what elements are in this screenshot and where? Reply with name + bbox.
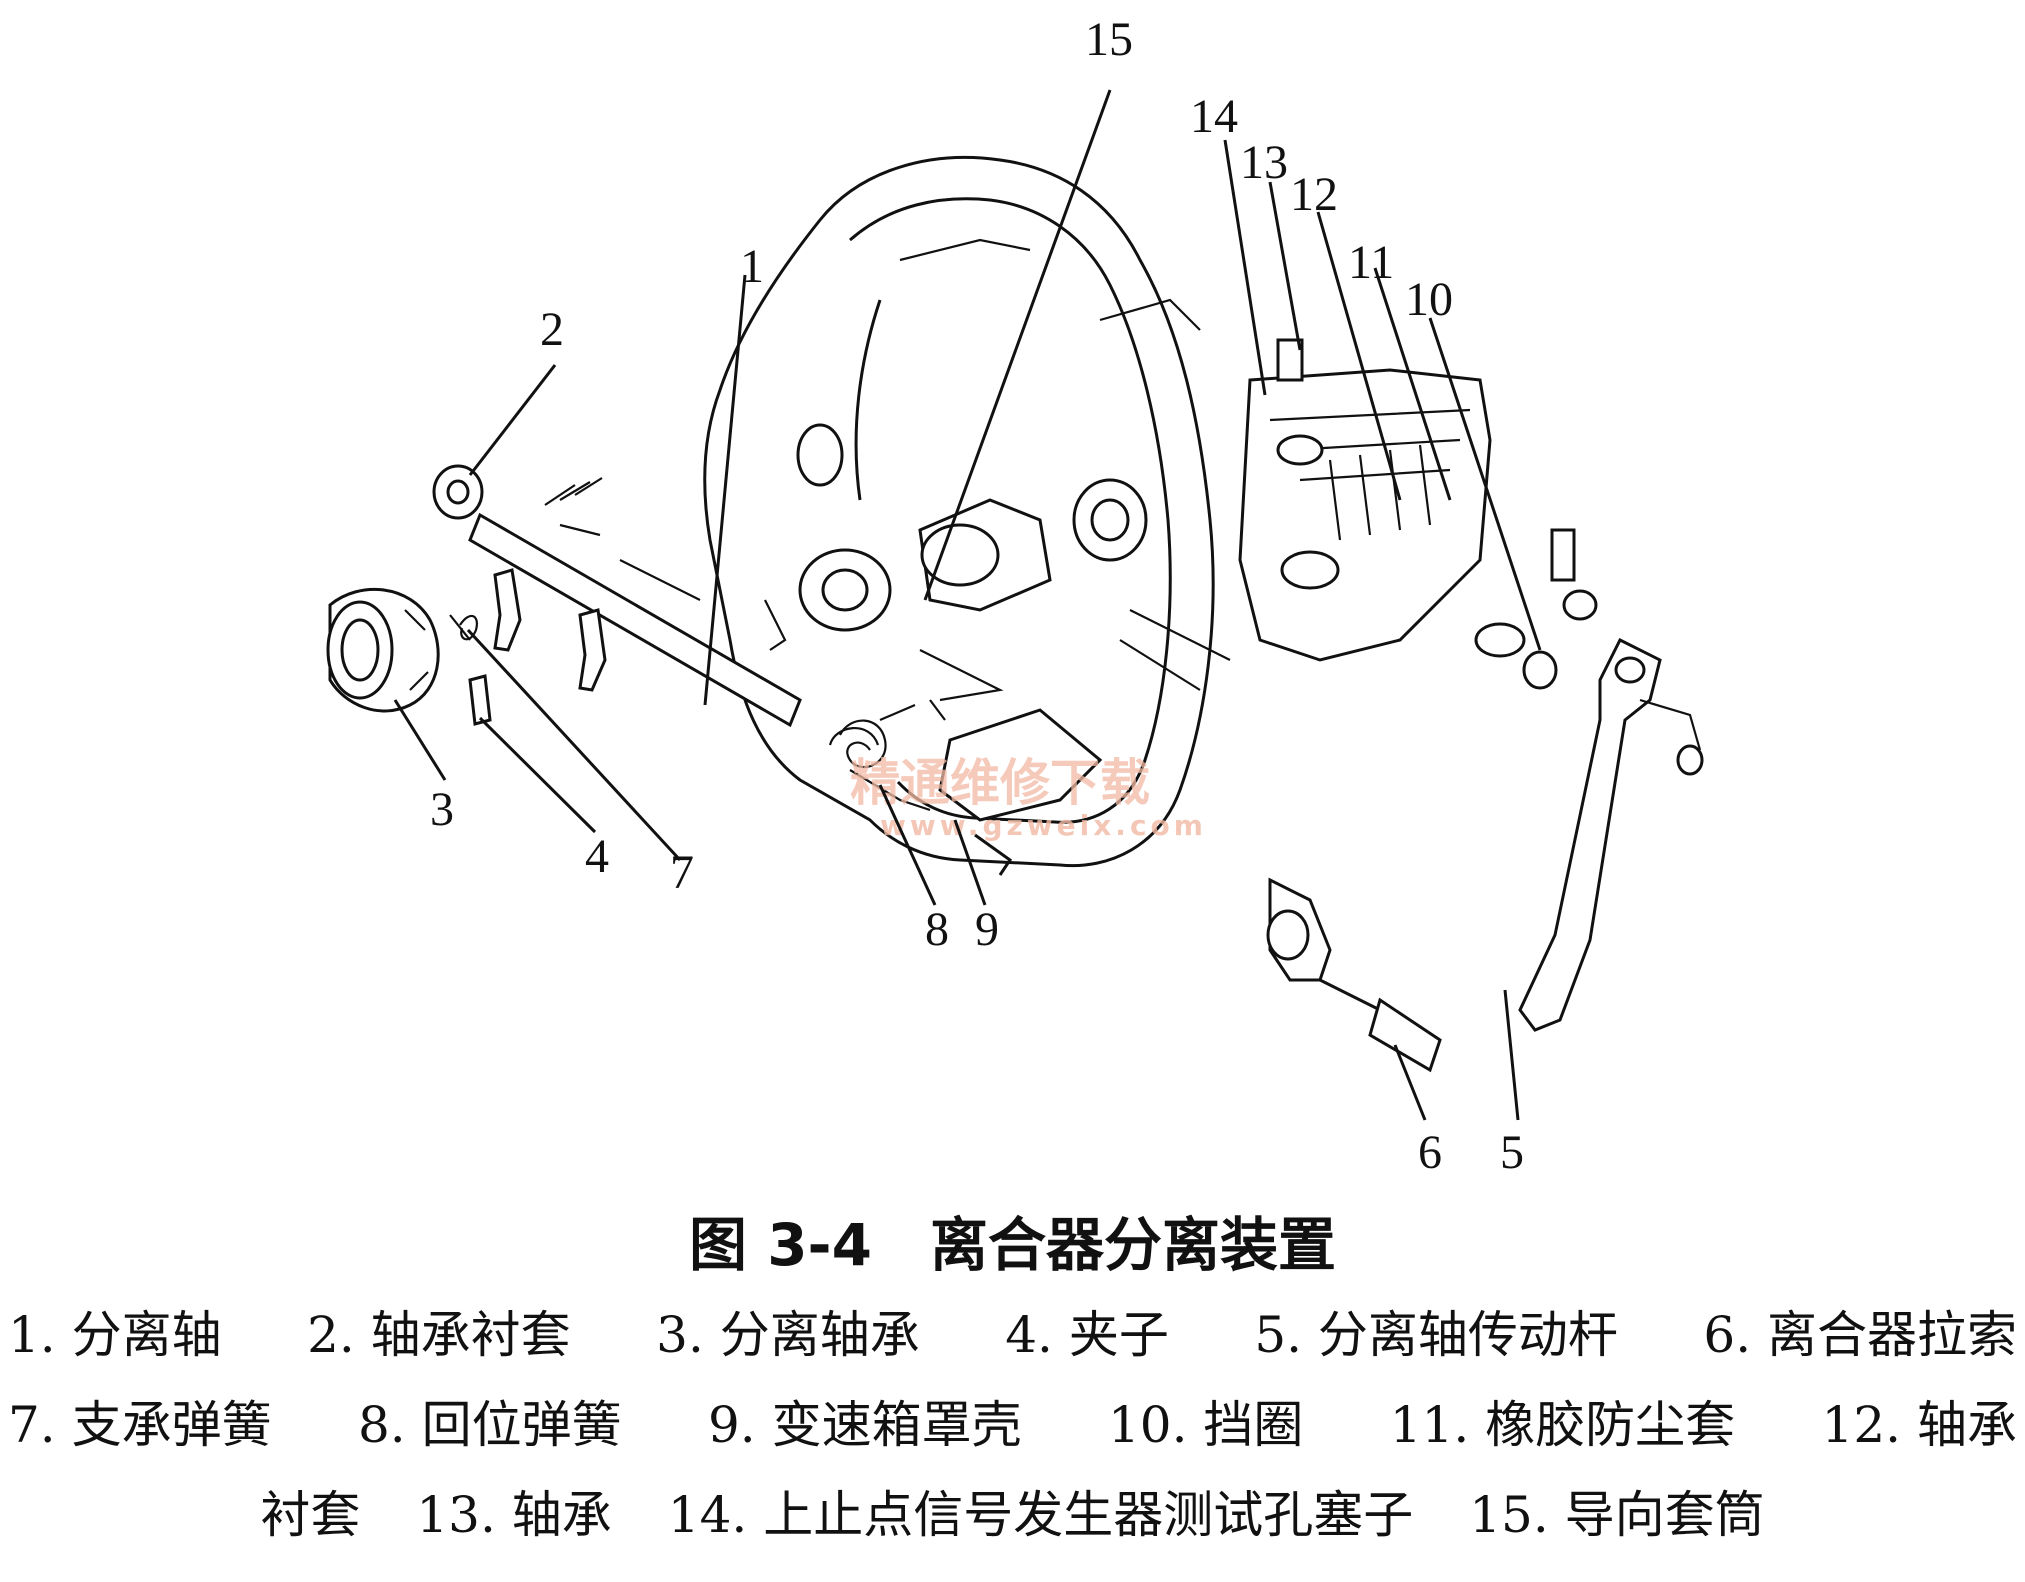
legend-item: 3. 分离轴承 <box>656 1306 920 1364</box>
legend-item: 5. 分离轴传动杆 <box>1254 1306 1618 1364</box>
release-bearing <box>326 587 440 713</box>
return-spring <box>828 699 946 812</box>
part-label-3: 3 <box>430 783 454 836</box>
legend-item: 7. 支承弹簧 <box>8 1396 272 1454</box>
part-label-11: 11 <box>1348 236 1394 289</box>
leader-lines <box>393 89 1542 1121</box>
parts-legend: 1. 分离轴 2. 轴承衬套 3. 分离轴承 4. 夹子 5. 分离轴传动杆 6… <box>0 1290 2025 1560</box>
clutch-cable <box>1266 877 1442 1073</box>
legend-item: 14. 上止点信号发生器测试孔塞子 <box>667 1486 1414 1544</box>
part-label-15: 15 <box>1085 13 1133 66</box>
legend-item: 1. 分离轴 <box>8 1306 222 1364</box>
part-label-5: 5 <box>1500 1126 1524 1179</box>
part-label-2: 2 <box>540 303 564 356</box>
clip-and-spring <box>449 614 492 726</box>
legend-item: 9. 变速箱罩壳 <box>707 1396 1022 1454</box>
figure-caption: 图 3-4 离合器分离装置 <box>689 1211 1336 1279</box>
part-label-7: 7 <box>670 846 694 899</box>
transmission-housing <box>703 156 1526 876</box>
legend-item: 2. 轴承衬套 <box>307 1306 571 1364</box>
part-label-9: 9 <box>975 903 999 956</box>
part-label-8: 8 <box>925 903 949 956</box>
release-lever <box>1518 528 1704 1032</box>
part-label-1: 1 <box>740 240 764 293</box>
legend-item: 13. 轴承 <box>416 1486 612 1544</box>
part-label-6: 6 <box>1418 1126 1442 1179</box>
watermark-url: www.gzweix.com <box>880 809 1207 842</box>
legend-item: 6. 离合器拉索 <box>1703 1306 2017 1364</box>
legend-item: 衬套 <box>260 1486 361 1544</box>
legend-item: 4. 夹子 <box>1005 1306 1169 1364</box>
part-label-12: 12 <box>1290 168 1338 221</box>
release-shaft <box>432 464 802 728</box>
legend-item: 10. 挡圈 <box>1107 1396 1304 1454</box>
legend-line-3: 衬套 13. 轴承 14. 上止点信号发生器测试孔塞子 15. 导向套筒 <box>0 1470 2025 1560</box>
legend-item: 12. 轴承 <box>1821 1396 2017 1454</box>
legend-line-2: 7. 支承弹簧 8. 回位弹簧 9. 变速箱罩壳 10. 挡圈 11. 橡胶防尘… <box>0 1380 2025 1470</box>
part-label-13: 13 <box>1240 136 1288 189</box>
legend-item: 15. 导向套筒 <box>1469 1486 1765 1544</box>
retaining-ring <box>1522 650 1558 690</box>
part-labels: 1 2 3 4 5 6 7 8 9 10 11 12 13 14 15 <box>430 13 1524 1179</box>
legend-line-1: 1. 分离轴 2. 轴承衬套 3. 分离轴承 4. 夹子 5. 分离轴传动杆 6… <box>0 1290 2025 1380</box>
clutch-release-diagram: 精通维修下载 www.gzweix.com 1 2 3 4 5 6 7 8 9 … <box>326 13 1704 1179</box>
part-label-14: 14 <box>1190 90 1238 143</box>
legend-item: 11. 橡胶防尘套 <box>1389 1396 1736 1454</box>
part-label-4: 4 <box>585 830 609 883</box>
part-label-10: 10 <box>1405 273 1453 326</box>
watermark-text: 精通维修下载 <box>850 754 1150 812</box>
legend-item: 8. 回位弹簧 <box>357 1396 622 1454</box>
